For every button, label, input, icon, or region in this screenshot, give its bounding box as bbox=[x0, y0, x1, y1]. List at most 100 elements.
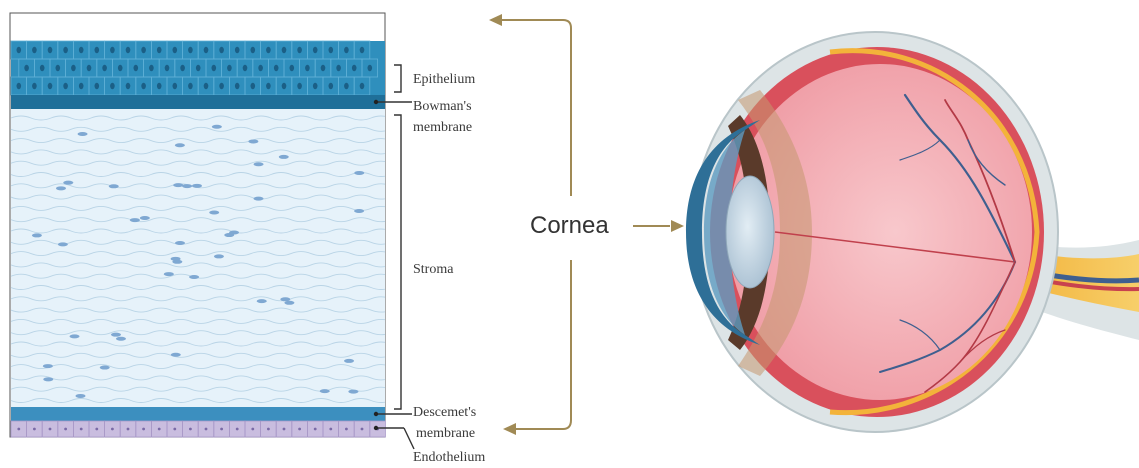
epithelial-nucleus bbox=[282, 83, 287, 89]
endothelium-dot bbox=[374, 426, 378, 430]
arrow-head-top bbox=[489, 14, 502, 26]
epithelial-nucleus bbox=[235, 47, 240, 53]
epithelial-nucleus bbox=[157, 47, 162, 53]
epithelial-nucleus bbox=[329, 83, 334, 89]
epithelial-nucleus bbox=[235, 83, 240, 89]
keratocyte bbox=[109, 184, 119, 188]
epithelial-nucleus bbox=[63, 83, 68, 89]
epithelial-nucleus bbox=[266, 83, 271, 89]
keratocyte bbox=[140, 216, 150, 220]
endothelial-nucleus bbox=[64, 428, 67, 431]
epithelial-nucleus bbox=[95, 47, 100, 53]
keratocyte bbox=[171, 353, 181, 357]
epithelial-nucleus bbox=[212, 65, 217, 71]
epithelial-nucleus bbox=[329, 47, 334, 53]
epithelial-nucleus bbox=[368, 65, 373, 71]
epithelial-nucleus bbox=[290, 65, 295, 71]
epithelial-nucleus bbox=[32, 47, 37, 53]
label-descemet-line1: Descemet's bbox=[413, 404, 476, 421]
endothelial-nucleus bbox=[33, 428, 36, 431]
arrow-head-bottom bbox=[503, 423, 516, 435]
keratocyte bbox=[257, 299, 267, 303]
epithelial-nucleus bbox=[258, 65, 263, 71]
label-descemet-line2: membrane bbox=[416, 425, 475, 442]
epithelial-nucleus bbox=[126, 83, 131, 89]
epithelial-nucleus bbox=[305, 65, 310, 71]
keratocyte bbox=[280, 297, 290, 301]
bowman-dot bbox=[374, 100, 378, 104]
endothelial-nucleus bbox=[189, 428, 192, 431]
label-endothelium: Endothelium bbox=[413, 449, 485, 466]
epithelial-nucleus bbox=[24, 65, 29, 71]
keratocyte bbox=[348, 390, 358, 394]
epithelial-nucleus bbox=[360, 47, 365, 53]
keratocyte bbox=[189, 275, 199, 279]
arrow-head-eye bbox=[671, 220, 684, 232]
epithelial-nucleus bbox=[71, 65, 76, 71]
epithelial-nucleus bbox=[157, 83, 162, 89]
keratocyte bbox=[354, 171, 364, 175]
label-epithelium: Epithelium bbox=[413, 71, 475, 88]
epithelial-nucleus bbox=[56, 65, 61, 71]
epithelial-nucleus bbox=[274, 65, 279, 71]
endothelial-nucleus bbox=[49, 428, 52, 431]
endothelial-nucleus bbox=[17, 428, 20, 431]
keratocyte bbox=[279, 155, 289, 159]
epithelial-nucleus bbox=[297, 47, 302, 53]
epithelial-nucleus bbox=[360, 83, 365, 89]
epithelial-nucleus bbox=[141, 47, 146, 53]
keratocyte bbox=[354, 209, 364, 213]
keratocyte bbox=[100, 366, 110, 370]
endothelial-nucleus bbox=[267, 428, 270, 431]
bowman-membrane-layer bbox=[11, 95, 385, 109]
epithelial-nucleus bbox=[297, 83, 302, 89]
arrow-to-top bbox=[500, 20, 571, 196]
epithelial-nucleus bbox=[48, 47, 53, 53]
keratocyte bbox=[171, 257, 181, 261]
epithelial-nucleus bbox=[126, 47, 131, 53]
keratocyte bbox=[175, 241, 185, 245]
epithelial-nucleus bbox=[118, 65, 123, 71]
epithelial-nucleus bbox=[336, 65, 341, 71]
epithelial-nucleus bbox=[87, 65, 92, 71]
keratocyte bbox=[130, 218, 140, 222]
endothelial-nucleus bbox=[283, 428, 286, 431]
epithelial-nucleus bbox=[173, 83, 178, 89]
endothelial-nucleus bbox=[361, 428, 364, 431]
epithelial-nucleus bbox=[17, 83, 22, 89]
keratocyte bbox=[63, 181, 73, 185]
epithelial-nucleus bbox=[204, 83, 209, 89]
descemet-membrane-layer bbox=[11, 407, 385, 421]
epithelial-nucleus bbox=[95, 83, 100, 89]
keratocyte bbox=[56, 186, 66, 190]
keratocyte bbox=[43, 364, 53, 368]
epithelial-nucleus bbox=[79, 83, 84, 89]
epithelial-nucleus bbox=[165, 65, 170, 71]
epithelial-nucleus bbox=[219, 83, 224, 89]
endothelial-nucleus bbox=[251, 428, 254, 431]
keratocyte bbox=[254, 197, 264, 201]
epithelial-nucleus bbox=[141, 83, 146, 89]
keratocyte bbox=[192, 184, 202, 188]
cornea-cross-section bbox=[10, 13, 411, 437]
epithelial-nucleus bbox=[63, 47, 68, 53]
epithelial-nucleus bbox=[344, 47, 349, 53]
endothelial-nucleus bbox=[142, 428, 145, 431]
epithelial-nucleus bbox=[149, 65, 154, 71]
epithelial-nucleus bbox=[32, 83, 37, 89]
endothelial-nucleus bbox=[111, 428, 114, 431]
endothelial-nucleus bbox=[173, 428, 176, 431]
keratocyte bbox=[254, 162, 264, 166]
epithelial-nucleus bbox=[180, 65, 185, 71]
epithelial-nucleus bbox=[251, 47, 256, 53]
keratocyte bbox=[320, 389, 330, 393]
epithelial-nucleus bbox=[313, 83, 318, 89]
keratocyte bbox=[116, 337, 126, 341]
epithelial-nucleus bbox=[321, 65, 326, 71]
epithelial-nucleus bbox=[282, 47, 287, 53]
keratocyte bbox=[111, 333, 121, 337]
endothelial-nucleus bbox=[314, 428, 317, 431]
epithelial-nucleus bbox=[173, 47, 178, 53]
keratocyte bbox=[344, 359, 354, 363]
label-bowman-line2: membrane bbox=[413, 119, 472, 136]
